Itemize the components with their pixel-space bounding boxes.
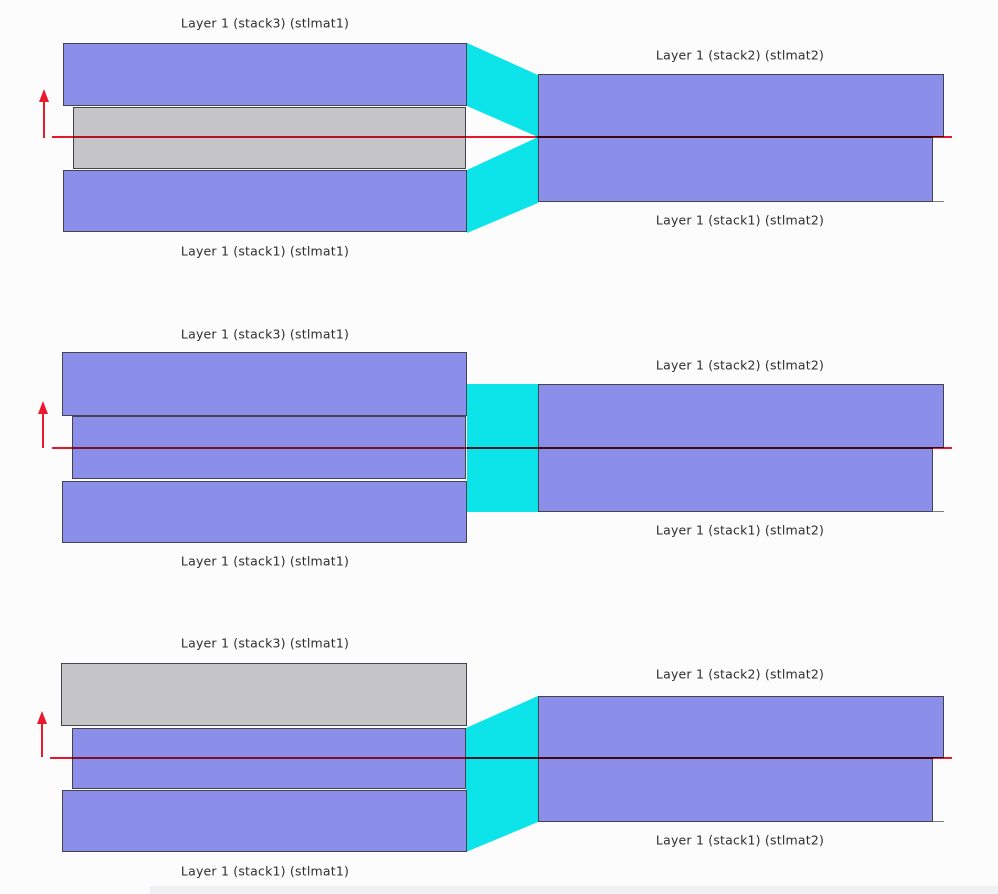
layer-label: Layer 1 (stack1) (stlmat1) xyxy=(180,553,350,569)
layer-label: Layer 1 (stack3) (stlmat1) xyxy=(180,635,350,651)
layer-rect-stack1-right xyxy=(538,758,933,822)
edge-extension-line xyxy=(933,821,944,822)
layer-rect-stack2-right xyxy=(538,696,944,758)
layer-rect-stack3 xyxy=(61,663,467,726)
up-arrow-shaft xyxy=(43,100,45,138)
layer-rect-stack2-left xyxy=(73,107,466,169)
layer-label: Layer 1 (stack2) (stlmat2) xyxy=(655,357,825,373)
layer-label: Layer 1 (stack2) (stlmat2) xyxy=(655,666,825,682)
layer-rect-stack3 xyxy=(63,43,467,106)
layer-rect-stack1-right xyxy=(538,448,933,512)
layer-rect-stack1-left xyxy=(62,481,467,543)
edge-extension-line xyxy=(933,201,944,202)
layer-label: Layer 1 (stack2) (stlmat2) xyxy=(655,47,825,63)
layer-label: Layer 1 (stack1) (stlmat1) xyxy=(180,863,350,879)
layer-rect-stack2-right xyxy=(538,74,944,137)
reference-line xyxy=(52,136,952,138)
layer-label: Layer 1 (stack3) (stlmat1) xyxy=(180,326,350,342)
layer-label: Layer 1 (stack3) (stlmat1) xyxy=(180,15,350,31)
transition-region xyxy=(466,696,538,852)
up-arrow-shaft xyxy=(42,412,44,448)
edge-extension-line xyxy=(933,511,944,512)
reference-line xyxy=(52,447,952,449)
layer-rect-stack2-right xyxy=(538,384,944,448)
window-edge-shadow xyxy=(150,886,998,894)
layer-label: Layer 1 (stack1) (stlmat2) xyxy=(655,212,825,228)
layer-label: Layer 1 (stack1) (stlmat2) xyxy=(655,522,825,538)
layer-rect-stack1-left xyxy=(63,170,467,232)
layer-label: Layer 1 (stack1) (stlmat2) xyxy=(655,832,825,848)
up-arrow-icon xyxy=(37,711,47,724)
reference-line xyxy=(50,757,952,759)
up-arrow-shaft xyxy=(41,722,43,757)
up-arrow-icon xyxy=(38,401,48,414)
layer-label: Layer 1 (stack1) (stlmat1) xyxy=(180,243,350,259)
up-arrow-icon xyxy=(39,89,49,102)
layer-rect-stack1-left xyxy=(62,790,467,852)
layer-rect-stack3 xyxy=(62,352,467,416)
